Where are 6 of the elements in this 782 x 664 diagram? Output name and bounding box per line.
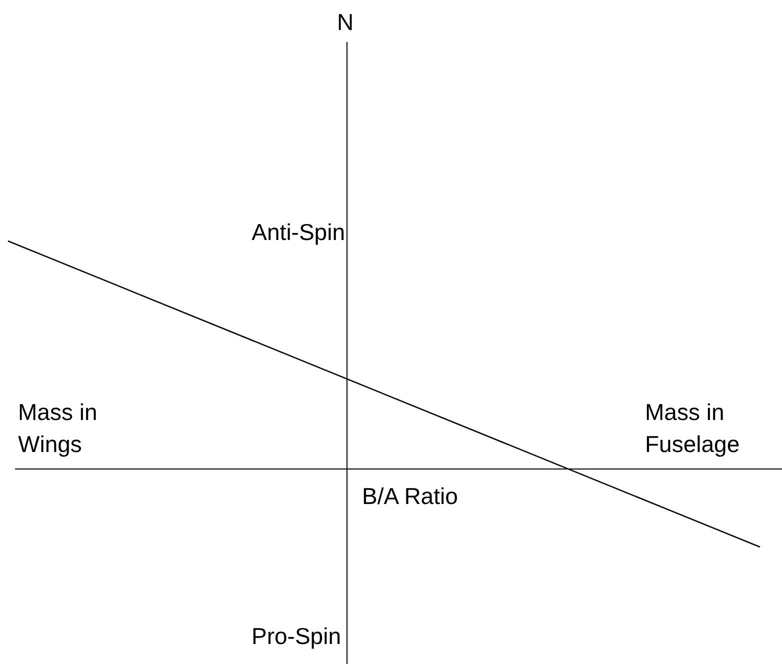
axis-label: Pro-Spin (252, 622, 341, 651)
axis-label: N (337, 8, 354, 37)
axis-label: Mass in Fuselage (645, 398, 741, 459)
axis-label: Anti-Spin (252, 218, 345, 247)
axis-label: Mass in Wings (18, 398, 98, 459)
axis-label: B/A Ratio (362, 482, 458, 511)
